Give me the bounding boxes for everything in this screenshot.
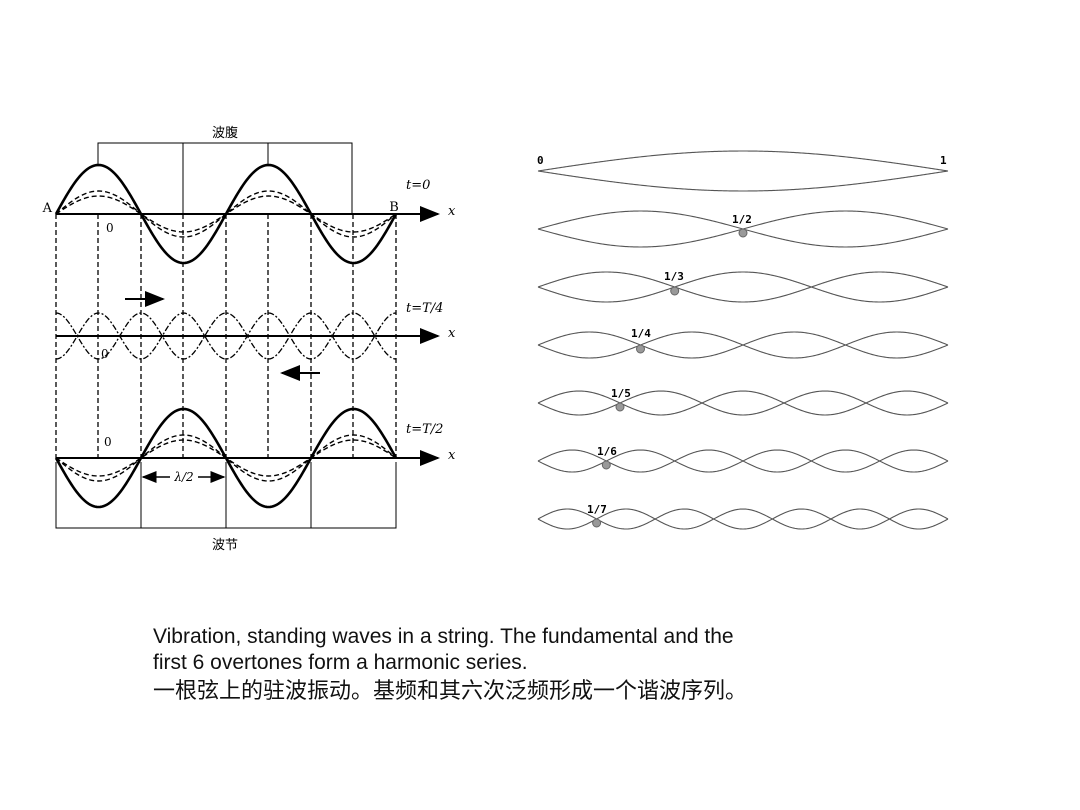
node-marker-2	[738, 228, 748, 238]
harmonic-3-upper	[537, 271, 949, 303]
wave-curves	[54, 163, 398, 509]
harmonic-label-1-7: 1/7	[587, 503, 607, 516]
harmonic-label-1-3: 1/3	[664, 270, 684, 283]
harmonic-3-lower	[537, 271, 949, 303]
harmonic-label-1-2: 1/2	[732, 213, 752, 226]
caption-english-line2: first 6 overtones form a harmonic series…	[153, 651, 528, 674]
time-label-tT2: t=T/2	[406, 422, 443, 437]
x-label-t0: x	[448, 204, 456, 219]
node-marker-4	[636, 344, 645, 354]
caption-chinese: 一根弦上的驻波振动。基频和其六次泛频形成一个谐波序列。	[153, 679, 748, 704]
harmonic-curves	[537, 150, 949, 530]
time-label-tT4: t=T/4	[406, 301, 443, 316]
node-marker-3	[670, 286, 680, 296]
origin-label-tT4: 0	[101, 347, 109, 361]
dashed-wave-tT2-b	[55, 439, 397, 477]
harmonic-series-diagram: 0 1 1/2 1/3 1/4 1/5 1/6 1/7	[537, 150, 949, 530]
dashdot-wave-tT4-b	[55, 312, 397, 360]
node-marker-6	[601, 460, 611, 470]
node-marker-5	[615, 402, 625, 412]
string-end-label: 1	[940, 154, 947, 167]
point-b-label: B	[389, 200, 399, 215]
origin-label-tT2: 0	[104, 435, 112, 449]
antinode-bracket	[97, 142, 353, 214]
x-label-tT4: x	[448, 326, 456, 341]
harmonic-5-lower	[537, 390, 949, 416]
node-bracket	[55, 462, 397, 529]
dashed-wave-t0-a	[55, 190, 397, 238]
dashdot-wave-tT4-a	[55, 312, 397, 360]
harmonic-label-1-5: 1/5	[611, 387, 631, 400]
origin-label-t0: 0	[106, 221, 114, 235]
x-label-tT2: x	[448, 448, 456, 463]
node-marker-7	[592, 518, 602, 528]
point-a-label: A	[42, 201, 53, 216]
harmonic-label-1-6: 1/6	[597, 445, 617, 458]
dashed-wave-t0-b	[55, 195, 397, 233]
dashed-wave-tT2-a	[55, 434, 397, 482]
string-start-label: 0	[537, 154, 544, 167]
harmonic-5-upper	[537, 390, 949, 416]
caption: Vibration, standing waves in a string. T…	[153, 624, 953, 706]
harmonic-1-lower	[537, 170, 949, 192]
time-label-t0: t=0	[406, 178, 430, 193]
half-wavelength-label: λ/2	[173, 470, 193, 484]
antinode-label: 波腹	[212, 125, 238, 141]
caption-english-line1: Vibration, standing waves in a string. T…	[153, 625, 734, 648]
harmonic-7-upper	[537, 508, 949, 530]
standing-wave-diagram: 波腹 波节 A B 0 0 0 x x x t=0 t=T/4 t=T/2 λ/…	[42, 125, 456, 553]
harmonic-1-upper	[537, 150, 949, 172]
harmonic-4-lower	[537, 331, 949, 359]
harmonic-label-1-4: 1/4	[631, 327, 651, 340]
harmonic-7-lower	[537, 508, 949, 530]
node-label: 波节	[212, 538, 238, 553]
